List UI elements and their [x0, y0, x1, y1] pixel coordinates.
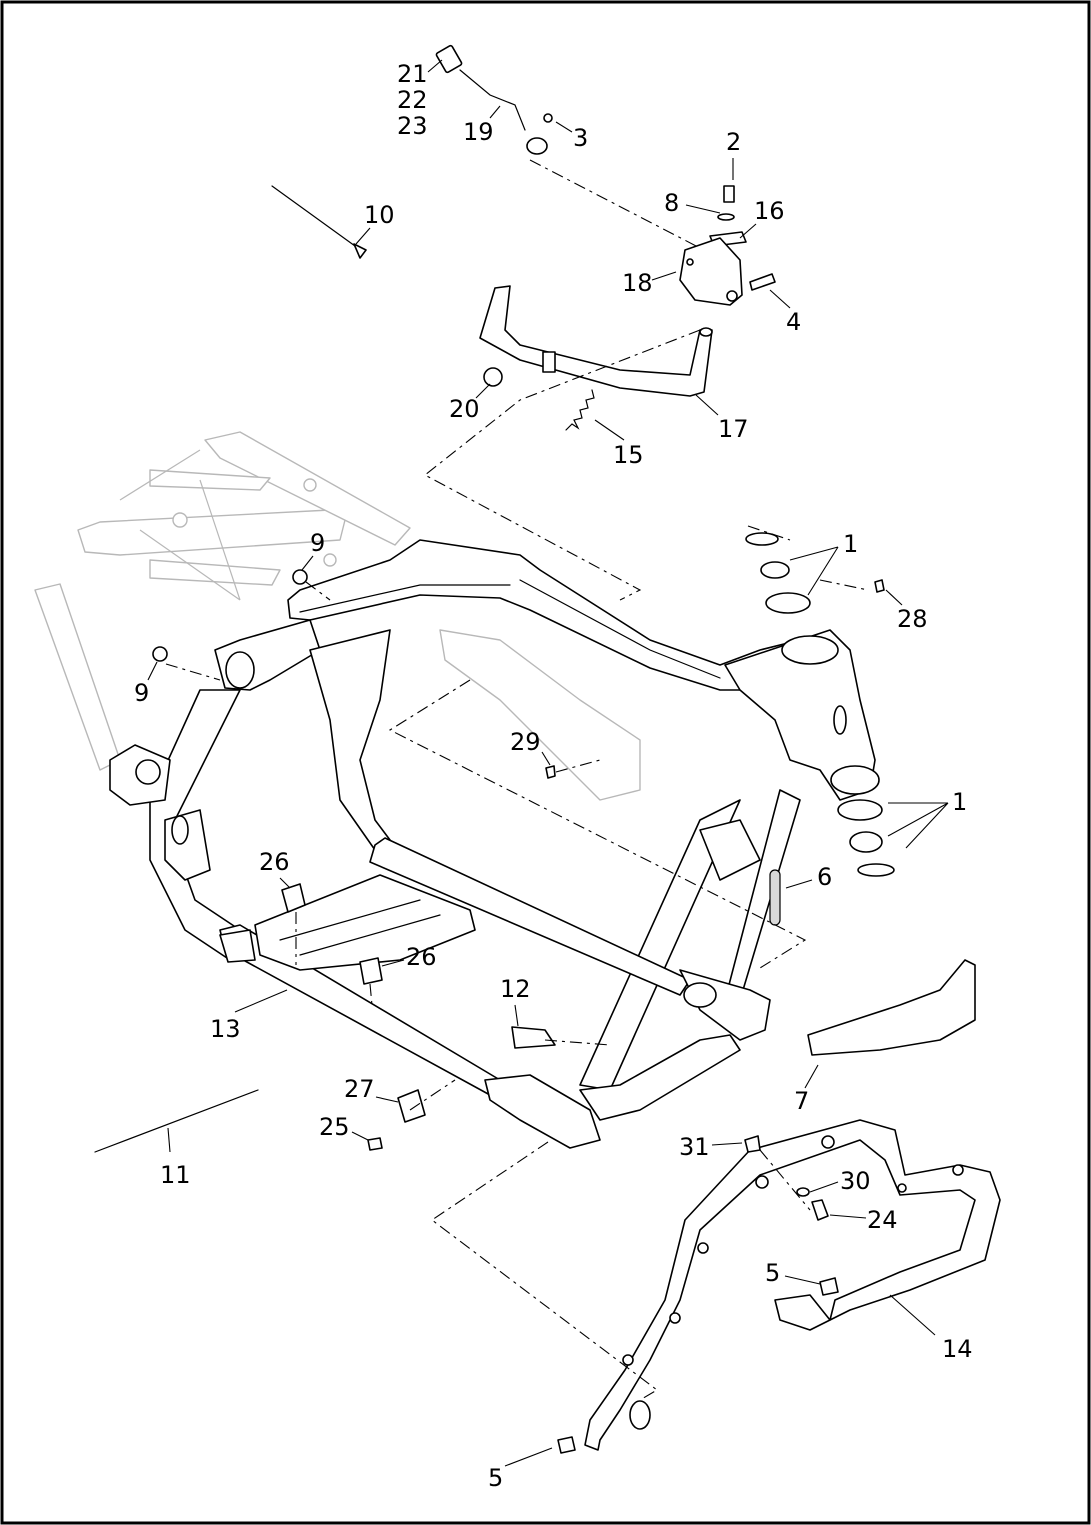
- callout-26-lower: 26: [406, 943, 437, 971]
- callout-19: 19: [463, 118, 494, 146]
- callout-9-left: 9: [134, 679, 149, 707]
- bolt-5-right: [819, 1277, 839, 1296]
- callout-30: 30: [840, 1167, 871, 1195]
- clip-27: [397, 1089, 426, 1123]
- assembly-lines: [165, 159, 869, 1401]
- callout-1-bottom: 1: [952, 788, 967, 816]
- clip-12: [511, 1026, 556, 1049]
- cable-strap-11: [94, 1089, 259, 1153]
- rear-frame-ghost: [34, 431, 641, 801]
- cable-strap-head: [353, 243, 367, 259]
- callout-21: 21: [397, 60, 428, 88]
- fastener-31: [744, 1135, 761, 1153]
- callout-12: 12: [500, 975, 531, 1003]
- steering-bearings-bottom: [837, 799, 895, 877]
- screw-25: [367, 1137, 383, 1151]
- callout-8: 8: [664, 189, 679, 217]
- callout-9-top: 9: [310, 529, 325, 557]
- callout-5-right: 5: [765, 1259, 780, 1287]
- callout-31: 31: [679, 1133, 710, 1161]
- callout-15: 15: [613, 441, 644, 469]
- callout-29: 29: [510, 728, 541, 756]
- callout-23: 23: [397, 112, 428, 140]
- bolt-5-left: [557, 1436, 576, 1454]
- callout-25: 25: [319, 1113, 350, 1141]
- engine-guard: [584, 1119, 1001, 1451]
- callout-26-upper: 26: [259, 848, 290, 876]
- bolt-24: [811, 1199, 829, 1221]
- callout-5-left: 5: [488, 1464, 503, 1492]
- callout-1-top: 1: [843, 530, 858, 558]
- sidestand-sensor-harness: [435, 44, 553, 155]
- nut-9-left: [152, 646, 168, 662]
- clip-26-upper: [281, 883, 306, 913]
- callout-20: 20: [449, 395, 480, 423]
- stand-spring: [565, 389, 595, 431]
- callout-14: 14: [942, 1335, 973, 1363]
- callout-28: 28: [897, 605, 928, 633]
- callout-13: 13: [210, 1015, 241, 1043]
- callout-4: 4: [786, 308, 801, 336]
- callout-6: 6: [817, 863, 832, 891]
- screw-28: [874, 579, 885, 593]
- callout-27: 27: [344, 1075, 375, 1103]
- callout-11: 11: [160, 1161, 191, 1189]
- cable-strap: [271, 185, 356, 247]
- callout-24: 24: [867, 1206, 898, 1234]
- callout-17: 17: [718, 415, 749, 443]
- pin-6: [769, 869, 781, 926]
- callout-16: 16: [754, 197, 785, 225]
- clip-26-lower: [359, 957, 383, 985]
- cover-7: [807, 959, 976, 1056]
- steering-bearings-top: [745, 532, 811, 614]
- main-frame: [109, 539, 880, 1149]
- callout-2: 2: [726, 128, 741, 156]
- callout-3: 3: [573, 124, 588, 152]
- bracket-ghost: [439, 629, 641, 801]
- callout-labels: 21 22 23 19 3 2 8 16 10 18 4 20 17 15 1 …: [134, 60, 973, 1492]
- nut-9-top: [292, 569, 308, 585]
- leader-lines: [147, 59, 949, 1467]
- callout-22: 22: [397, 86, 428, 114]
- screw-29: [545, 765, 556, 779]
- callout-7: 7: [794, 1087, 809, 1115]
- callout-18: 18: [622, 269, 653, 297]
- jiffy-stand-leg: [479, 285, 713, 397]
- callout-10: 10: [364, 201, 395, 229]
- washer-30: [796, 1187, 810, 1197]
- jiffy-stand-bracket: [679, 185, 776, 306]
- stand-cap: [483, 367, 503, 387]
